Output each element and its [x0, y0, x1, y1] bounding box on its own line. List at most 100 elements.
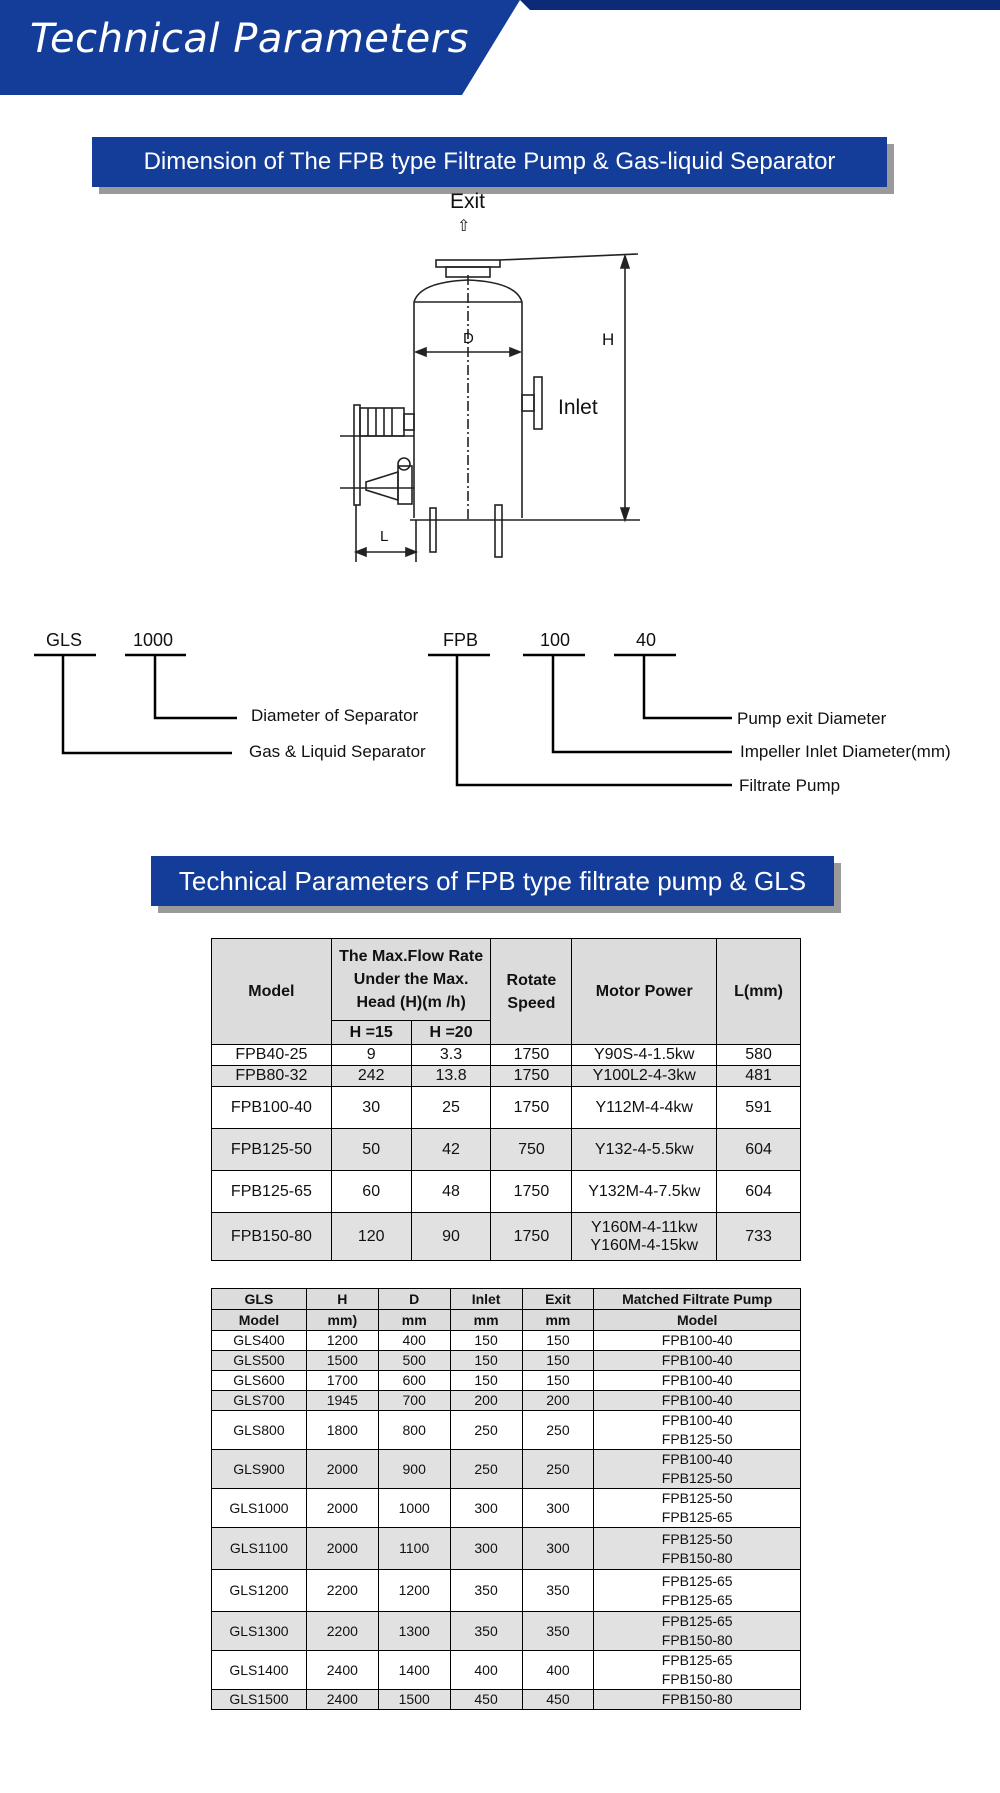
- desc-filtrate-pump: Filtrate Pump: [739, 776, 841, 795]
- cell-l: 591: [716, 1086, 801, 1129]
- model-code-legend: GLS 1000 Diameter of Separator Gas & Liq…: [0, 620, 1000, 800]
- diameter-label: D: [463, 330, 474, 347]
- cell-model: GLS1500: [211, 1689, 307, 1710]
- cell-exit: 150: [521, 1350, 595, 1371]
- cell-inlet: 450: [449, 1689, 523, 1710]
- pump-line-1: FPB125-65: [661, 1572, 733, 1589]
- pump-line-2: FPB125-50: [661, 1431, 733, 1447]
- cell-model: GLS900: [211, 1449, 307, 1489]
- cell-d: 1500: [377, 1689, 451, 1710]
- cell-model: GLS1000: [211, 1488, 307, 1528]
- cell-exit: 150: [521, 1330, 595, 1351]
- cell-h20: 13.8: [410, 1065, 492, 1087]
- header-l-mm: L(mm): [716, 938, 801, 1045]
- pump-line-2: FPB150-80: [661, 1549, 733, 1566]
- header-h20: H =20: [410, 1020, 492, 1045]
- cell-l: 733: [716, 1212, 801, 1261]
- cell-h15: 120: [330, 1212, 412, 1261]
- section-title-dimension: Dimension of The FPB type Filtrate Pump …: [92, 137, 887, 187]
- cell-d: 1100: [377, 1527, 451, 1570]
- cell-model: GLS1200: [211, 1569, 307, 1612]
- header-h: H: [305, 1288, 379, 1310]
- exit-arrow-icon: ⇧: [457, 218, 471, 235]
- cell-h: 1700: [305, 1370, 379, 1391]
- cell-model: GLS800: [211, 1410, 307, 1450]
- desc-pump-exit-diameter: Pump exit Diameter: [737, 709, 887, 728]
- pump-line-2: FPB125-65: [661, 1591, 733, 1608]
- header-h-unit: mm): [305, 1309, 379, 1331]
- desc-diameter-of-separator: Diameter of Separator: [251, 706, 419, 725]
- header-d: D: [377, 1288, 451, 1310]
- cell-inlet: 150: [449, 1350, 523, 1371]
- cell-h: 2200: [305, 1569, 379, 1612]
- cell-model: GLS1300: [211, 1611, 307, 1651]
- cell-h20: 25: [410, 1086, 492, 1129]
- cell-pump: FPB100-40: [593, 1330, 801, 1351]
- cell-motor: Y100L2-4-3kw: [571, 1065, 718, 1087]
- cell-d: 1200: [377, 1569, 451, 1612]
- table-row: FPB80-32 242 13.8 1750 Y100L2-4-3kw 481: [211, 1065, 801, 1087]
- separator-diagram: Exit ⇧ Inlet D H L: [320, 190, 650, 570]
- cell-exit: 350: [521, 1569, 595, 1612]
- table-row: FPB100-40 30 25 1750 Y112M-4-4kw 591: [211, 1086, 801, 1129]
- header-inlet-unit: mm: [449, 1309, 523, 1331]
- exit-label: Exit: [450, 190, 486, 213]
- pump-line-2: FPB150-80: [661, 1671, 733, 1687]
- cell-model: GLS700: [211, 1390, 307, 1411]
- cell-l: 481: [716, 1065, 801, 1087]
- cell-d: 500: [377, 1350, 451, 1371]
- cell-exit: 150: [521, 1370, 595, 1391]
- header-motor-power: Motor Power: [571, 938, 718, 1045]
- code-gls: GLS: [46, 630, 83, 650]
- table-row: FPB125-50 50 42 750 Y132-4-5.5kw 604: [211, 1128, 801, 1171]
- cell-l: 604: [716, 1170, 801, 1213]
- cell-pump: FPB100-40: [593, 1390, 801, 1411]
- legend-lines: [34, 653, 732, 787]
- cell-inlet: 300: [449, 1527, 523, 1570]
- cell-d: 1400: [377, 1650, 451, 1690]
- cell-exit: 200: [521, 1390, 595, 1411]
- header-rotate-speed: Rotate Speed: [490, 938, 573, 1045]
- cell-pump: FPB100-40: [593, 1350, 801, 1371]
- table-row: FPB40-25 9 3.3 1750 Y90S-4-1.5kw 580: [211, 1044, 801, 1066]
- cell-speed: 1750: [490, 1212, 573, 1261]
- cell-motor: Y132-4-5.5kw: [571, 1128, 718, 1171]
- cell-model: GLS400: [211, 1330, 307, 1351]
- code-40: 40: [636, 630, 657, 650]
- desc-impeller-inlet-diameter: Impeller Inlet Diameter(mm): [740, 742, 951, 761]
- pump-line-2: FPB125-65: [661, 1509, 733, 1525]
- header-matched-model: Model: [593, 1309, 801, 1331]
- header-d-unit: mm: [377, 1309, 451, 1331]
- cell-h15: 30: [330, 1086, 412, 1129]
- pump-line-1: FPB125-65: [661, 1652, 733, 1668]
- header-matched-pump: Matched Filtrate Pump: [593, 1288, 801, 1310]
- cell-motor: Y90S-4-1.5kw: [571, 1044, 718, 1066]
- header-max-flow-rate: The Max.Flow Rate Under the Max. Head (H…: [330, 938, 492, 1021]
- inlet-label: Inlet: [558, 396, 598, 419]
- pump-line-1: FPB100-40: [661, 1451, 733, 1467]
- cell-h: 2400: [305, 1650, 379, 1690]
- cell-d: 900: [377, 1449, 451, 1489]
- cell-h: 1800: [305, 1410, 379, 1450]
- cell-d: 400: [377, 1330, 451, 1351]
- height-label: H: [602, 330, 615, 349]
- page-header: Technical Parameters: [0, 0, 1000, 95]
- motor-line-1: Y160M-4-11kw: [591, 1218, 698, 1236]
- header-exit: Exit: [521, 1288, 595, 1310]
- cell-d: 700: [377, 1390, 451, 1411]
- cell-model: FPB125-50: [211, 1128, 332, 1171]
- cell-h: 2200: [305, 1611, 379, 1651]
- cell-d: 1000: [377, 1488, 451, 1528]
